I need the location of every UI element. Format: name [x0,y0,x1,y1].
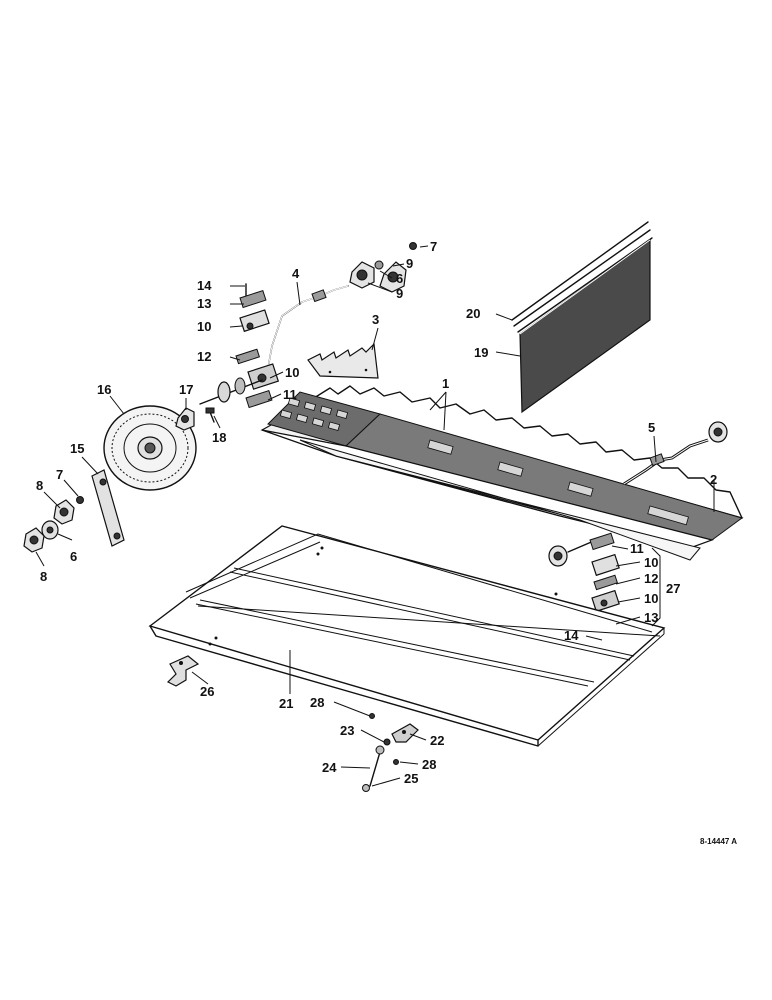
bracket-right [391,723,419,743]
callout-19: 19 [474,345,488,360]
callout-28-upper: 28 [310,695,324,710]
callout-24: 24 [322,760,337,775]
reference-code: 8-14447 A [700,837,737,846]
callout-5: 5 [648,420,655,435]
callout-3: 3 [372,312,379,327]
sickle-section-strip [307,342,379,379]
callout-4: 4 [292,266,300,281]
callout-2: 2 [710,472,717,487]
callout-23: 23 [340,723,354,738]
callout-11-right: 11 [630,541,644,556]
crank-shaft-left [267,285,349,369]
crank-shaft-right [623,421,728,486]
bearing-stack-right [548,532,620,661]
bearing-block-center [245,363,280,409]
bearing-flange-lower [349,260,384,289]
curtain-panel [511,221,653,414]
callout-8-upper: 8 [36,478,43,493]
pulley-hub [175,407,195,431]
callout-25: 25 [404,771,418,786]
callout-21: 21 [279,696,293,711]
callout-6-upper: 6 [396,271,403,286]
bolt-small [205,407,215,423]
link-rod [362,713,399,792]
callout-10-right-lower: 10 [644,591,658,606]
callout-10-center: 10 [285,365,299,380]
bearing-stack-left [235,283,270,365]
callout-22: 22 [430,733,444,748]
callout-7-left: 7 [56,467,63,482]
callout-27: 27 [666,581,680,596]
bearing-parts-left [23,496,84,553]
callout-13-right: 13 [644,610,658,625]
drive-shaft [199,377,263,405]
leader-lines [35,245,715,787]
callout-6-left: 6 [70,549,77,564]
callout-9-lower: 9 [396,286,403,301]
pulley [103,405,197,491]
callout-10-left: 10 [197,319,211,334]
callout-14-left: 14 [197,278,212,293]
bracket-left [166,655,200,687]
callout-18: 18 [212,430,226,445]
callout-28-lower: 28 [422,757,436,772]
callout-17: 17 [179,382,193,397]
callout-1: 1 [442,376,449,391]
bearing-flange-upper [379,242,417,293]
callout-26: 26 [200,684,214,699]
callout-8-lower: 8 [40,569,47,584]
callout-12-right: 12 [644,571,658,586]
callouts: 1 2 3 4 5 6 6 7 7 8 8 9 9 10 10 10 10 11… [36,239,737,846]
callout-20: 20 [466,306,480,321]
floor-pan [148,525,666,747]
callout-12-left: 12 [197,349,211,364]
support-plate [91,469,125,547]
callout-7-upper: 7 [430,239,437,254]
knife-bar-assembly [260,385,744,561]
callout-13-left: 13 [197,296,211,311]
callout-11-center: 11 [283,387,297,402]
callout-9-upper: 9 [406,256,413,271]
callout-14-right: 14 [564,628,579,643]
callout-10-right-upper: 10 [644,555,658,570]
callout-16: 16 [97,382,111,397]
callout-15: 15 [70,441,84,456]
